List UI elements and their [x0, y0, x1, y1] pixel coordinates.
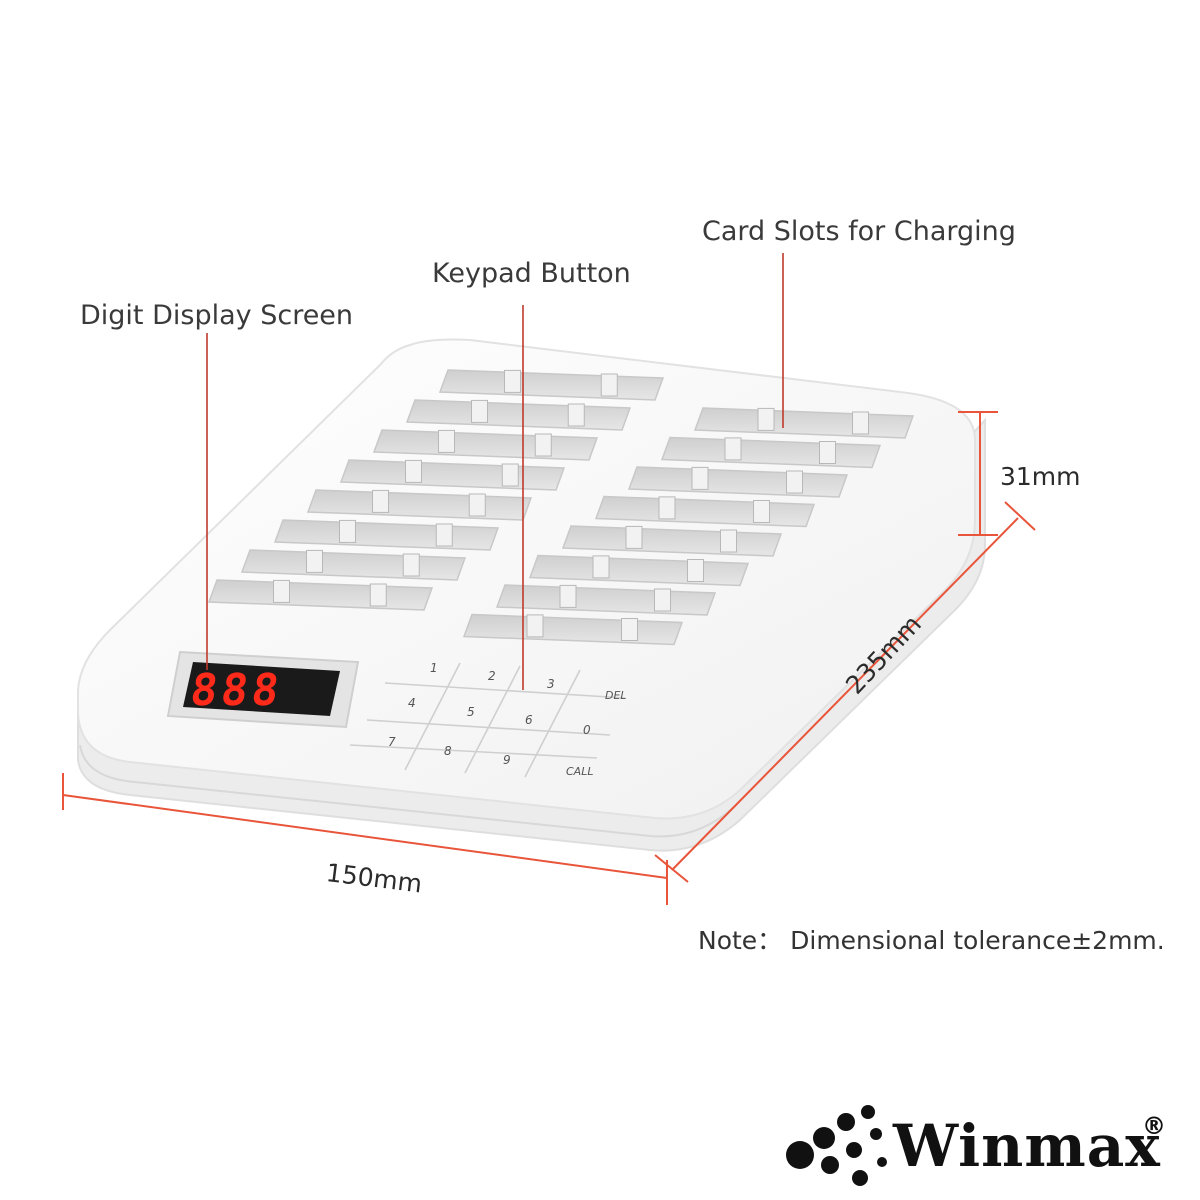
keypad-key-1: 1: [430, 661, 438, 675]
card-slots: [207, 369, 915, 646]
keypad: [349, 662, 626, 778]
card-slot: [372, 429, 599, 461]
height-dimension: 31mm: [1000, 462, 1081, 491]
keypad-key-4: 4: [408, 696, 416, 710]
card-slot: [306, 489, 533, 521]
keypad-key-7: 7: [388, 735, 396, 749]
card-slot: [438, 369, 665, 401]
card-slot: [627, 466, 849, 498]
card-slot: [207, 579, 434, 611]
keypad-key-5: 5: [467, 705, 475, 719]
keypad-key-del: DEL: [605, 689, 627, 702]
card-slot: [594, 495, 816, 528]
card-slot: [273, 519, 500, 551]
keypad-key-8: 8: [444, 744, 452, 758]
keypad-key-0: 0: [583, 723, 591, 737]
card-slot: [339, 459, 566, 491]
card-slot: [495, 584, 717, 616]
card-slot: [528, 554, 750, 587]
card-slot: [405, 399, 632, 431]
winmax-logo-dots-icon: [786, 1105, 887, 1186]
keypad-button-label: Keypad Button: [432, 258, 631, 289]
digit-display: 888: [166, 650, 360, 729]
registered-mark: ®: [1142, 1112, 1166, 1140]
leader-lines: [206, 253, 784, 690]
card-slot: [462, 613, 684, 646]
digit-display-label: Digit Display Screen: [80, 300, 354, 331]
keypad-key-6: 6: [525, 713, 533, 727]
card-slot: [561, 525, 783, 557]
display-digits: 888: [187, 665, 286, 716]
dimension-lines: [62, 411, 1036, 905]
card-slot: [240, 549, 467, 581]
brand-name: Winmax: [893, 1112, 1161, 1180]
keypad-key-2: 2: [488, 669, 496, 683]
card-slots-label: Card Slots for Charging: [702, 216, 1016, 247]
card-slot: [693, 407, 915, 439]
keypad-key-3: 3: [547, 677, 555, 691]
keypad-key-call: CALL: [566, 765, 593, 778]
tolerance-note: Note： Dimensional tolerance±2mm.: [698, 926, 1165, 955]
keypad-key-9: 9: [503, 753, 511, 767]
card-slot: [660, 436, 882, 469]
